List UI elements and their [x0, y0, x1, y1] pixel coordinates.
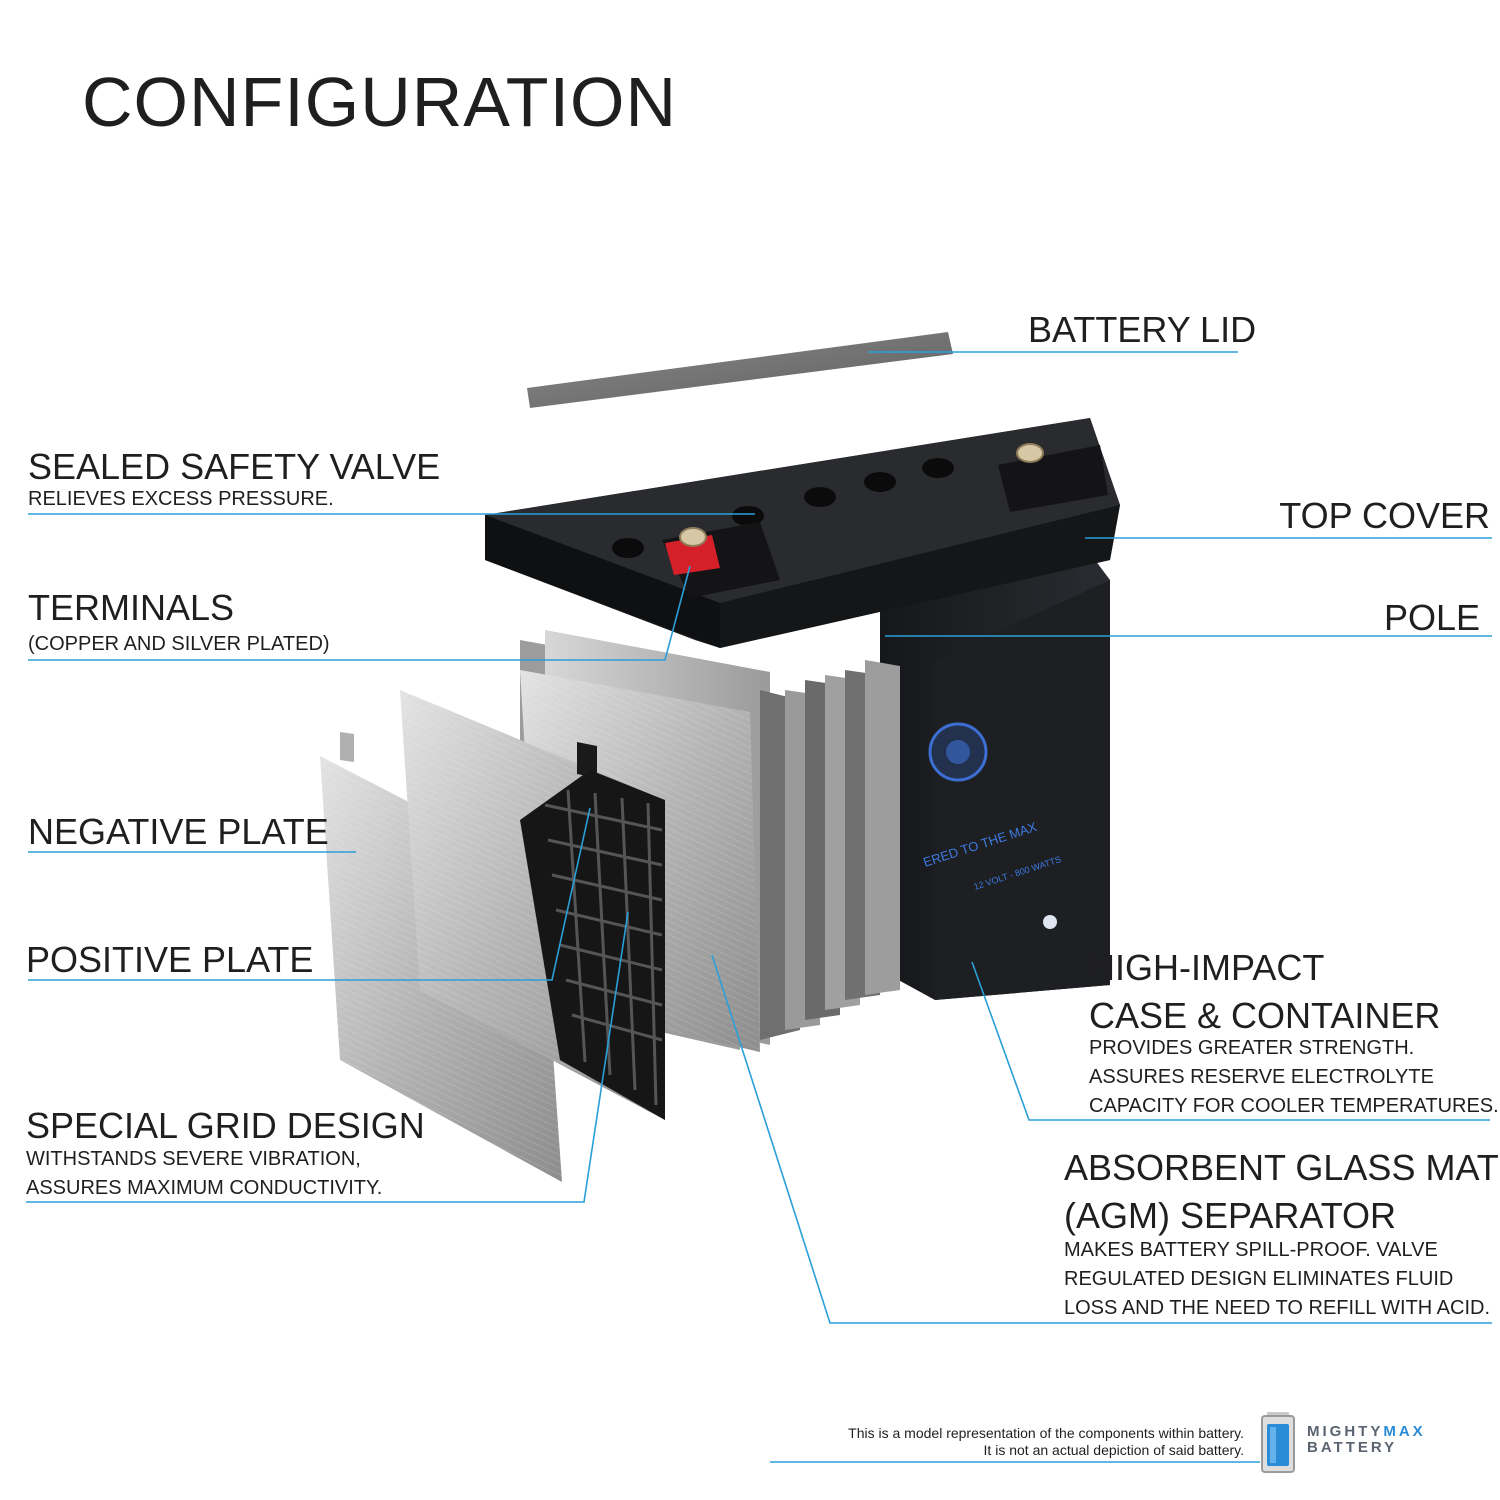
- battery-icon: [1261, 1412, 1295, 1473]
- agm-label-1: ABSORBENT GLASS MAT: [1064, 1147, 1499, 1188]
- positive-plate-art: [400, 690, 665, 1120]
- grid-design-label: SPECIAL GRID DESIGN: [26, 1105, 425, 1146]
- top-cover: [485, 418, 1120, 648]
- disclaimer: This is a model representation of the co…: [848, 1425, 1244, 1459]
- leader-terminals: [28, 565, 691, 661]
- logo-word-1: MIGHTY: [1307, 1423, 1384, 1440]
- positive-plate-label: POSITIVE PLATE: [26, 939, 314, 980]
- battery-lid-label: BATTERY LID: [1028, 309, 1257, 350]
- case-desc-3: CAPACITY FOR COOLER TEMPERATURES.: [1089, 1095, 1499, 1117]
- sealed-valve-label: SEALED SAFETY VALVE: [28, 446, 441, 487]
- case-label-1: HIGH-IMPACT: [1089, 947, 1325, 988]
- agm-desc-1: MAKES BATTERY SPILL-PROOF. VALVE: [1064, 1239, 1438, 1261]
- pole-label: POLE: [1383, 597, 1480, 638]
- leader-agm: [711, 954, 1492, 1324]
- case-desc-2: ASSURES RESERVE ELECTROLYTE: [1089, 1066, 1434, 1088]
- battery-case: [880, 560, 1110, 1000]
- case-desc-1: PROVIDES GREATER STRENGTH.: [1089, 1037, 1415, 1059]
- negative-plate-label: NEGATIVE PLATE: [28, 811, 329, 852]
- battery-lid: [527, 332, 953, 408]
- agm-label-2: (AGM) SEPARATOR: [1064, 1195, 1397, 1236]
- case-label-2: CASE & CONTAINER: [1089, 995, 1441, 1036]
- page-title: CONFIGURATION: [82, 63, 678, 141]
- grid-pattern: [544, 789, 663, 1106]
- grid-design-desc-2: ASSURES MAXIMUM CONDUCTIVITY.: [26, 1177, 383, 1199]
- disclaimer-line-1: This is a model representation of the co…: [848, 1425, 1244, 1441]
- terminals-desc: (COPPER AND SILVER PLATED): [28, 633, 330, 655]
- brand-logo: MIGHTYMAX BATTERY: [1307, 1424, 1426, 1456]
- agm-desc-2: REGULATED DESIGN ELIMINATES FLUID: [1064, 1268, 1454, 1290]
- terminals-label: TERMINALS: [28, 587, 235, 628]
- sealed-valve-desc: RELIEVES EXCESS PRESSURE.: [28, 488, 334, 510]
- grid-design-desc-1: WITHSTANDS SEVERE VIBRATION,: [26, 1148, 361, 1170]
- leader-case: [971, 961, 1490, 1121]
- top-cover-label: TOP COVER: [1279, 495, 1490, 536]
- leader-grid-design: [26, 911, 629, 1203]
- agm-desc-3: LOSS AND THE NEED TO REFILL WITH ACID.: [1064, 1297, 1491, 1319]
- leader-lines: [26, 351, 1492, 1463]
- leader-positive-plate: [28, 807, 591, 981]
- logo-word-3: BATTERY: [1307, 1439, 1398, 1456]
- logo-word-2: MAX: [1383, 1423, 1426, 1440]
- disclaimer-line-2: It is not an actual depiction of said ba…: [983, 1442, 1244, 1458]
